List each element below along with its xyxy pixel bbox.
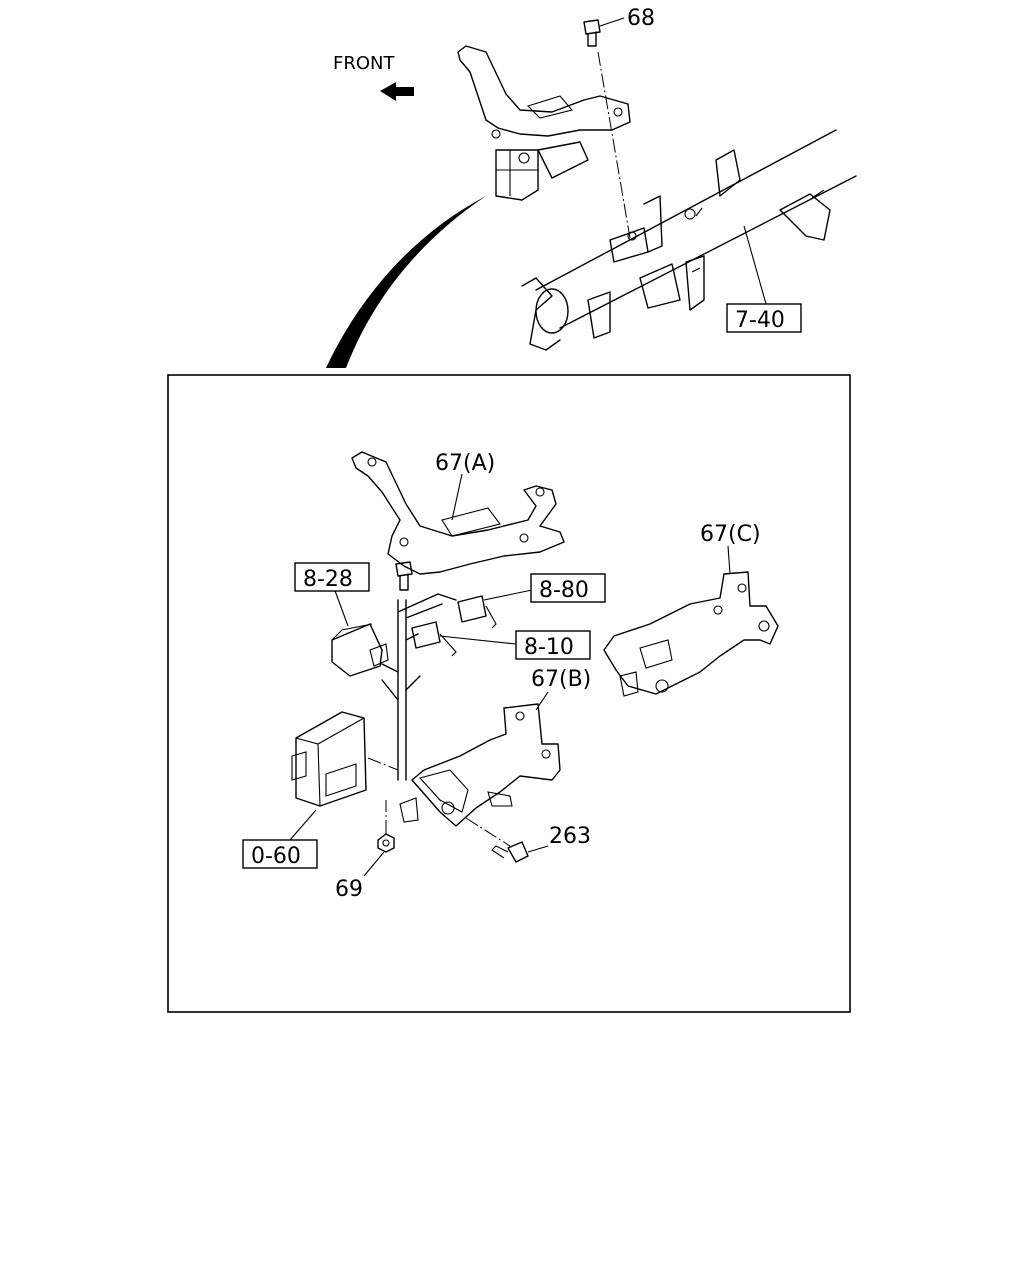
bracket-67a [351,451,565,575]
nut-69 [377,833,395,853]
relay-8-28 [331,623,389,677]
callout-68: 68 [627,6,655,31]
wiring-harness [381,593,457,781]
callout-67c: 67(C) [700,522,761,547]
screw-263 [491,841,529,863]
callout-8-28: 8-28 [303,567,353,592]
control-unit-0-60 [291,711,367,807]
callout-7-40: 7-40 [735,308,785,333]
bracket-67b [399,703,561,827]
ref-box-8-80: 8-80 [530,573,606,603]
callout-69: 69 [335,877,363,902]
callout-0-60: 0-60 [251,844,301,869]
ref-box-0-60: 0-60 [242,839,318,869]
callout-8-80: 8-80 [539,578,589,603]
detail-frame [167,374,851,1013]
connector-8-10 [411,621,457,657]
ref-box-8-28: 8-28 [294,562,370,592]
overview-bracket [457,45,631,201]
front-label: FRONT [333,53,395,74]
zoom-swoosh [326,196,486,368]
callout-67b: 67(B) [531,667,591,692]
callout-8-10: 8-10 [524,635,574,660]
front-indicator: FRONT [333,53,414,101]
front-arrow-icon [380,82,414,101]
ref-box-8-10: 8-10 [515,630,591,660]
callout-263: 263 [549,824,591,849]
bolt-68-overview: 68 [583,6,655,239]
connector-8-80 [457,595,497,629]
callout-67a: 67(A) [435,451,495,476]
bolt-detail [395,561,413,591]
bracket-67c [603,571,779,697]
cross-member [521,129,857,351]
ref-box-7-40: 7-40 [726,303,802,333]
